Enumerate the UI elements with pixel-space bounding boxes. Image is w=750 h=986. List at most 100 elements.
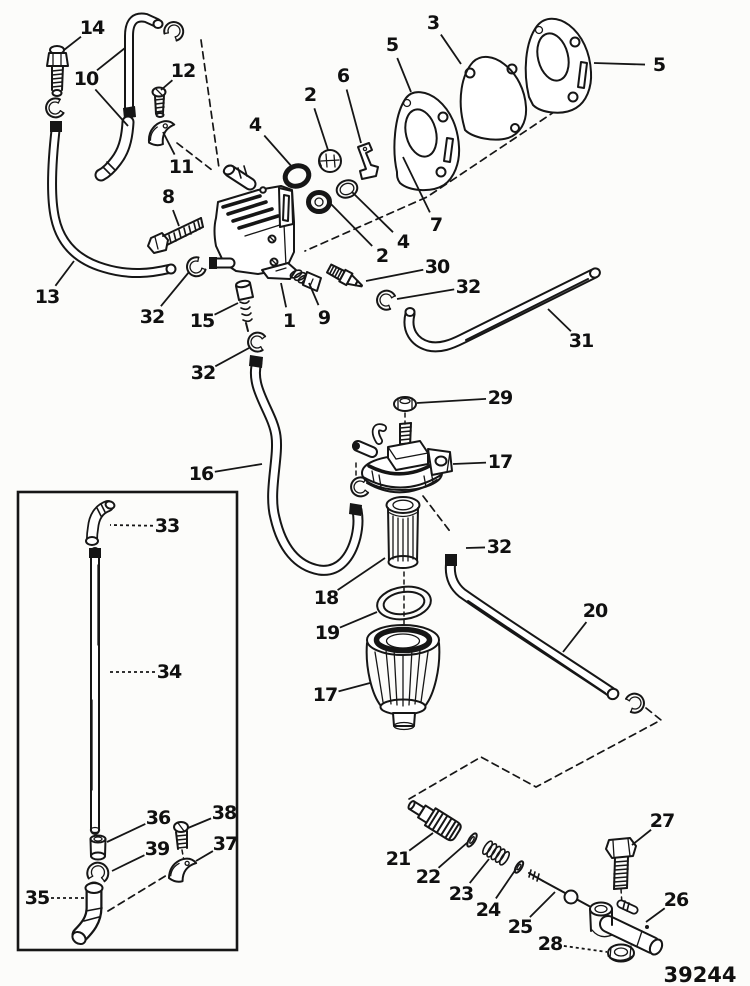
leader-line-14	[63, 35, 82, 51]
leader-line-22	[437, 841, 469, 869]
sleeve-36	[89, 834, 107, 861]
leader-line-3	[440, 34, 462, 65]
callout-31: 31	[568, 330, 594, 352]
valve-cap-2	[318, 149, 342, 173]
leader-line-31	[547, 308, 572, 332]
nut-28	[607, 943, 635, 963]
gasket-5	[524, 17, 593, 114]
callout-8: 8	[161, 186, 175, 208]
clamp-clip-32	[376, 289, 396, 311]
hose-clamp-clip	[45, 97, 65, 119]
leader-line-10	[96, 47, 126, 71]
callout-39: 39	[144, 838, 170, 860]
callout-15: 15	[189, 310, 215, 332]
callout-25: 25	[507, 916, 533, 938]
leader-line-32	[396, 288, 455, 300]
barb-fitting-30	[325, 263, 364, 288]
leader-line-30	[365, 268, 424, 282]
callout-4: 4	[396, 231, 410, 253]
fuel-connector-26	[589, 899, 664, 956]
drawing-number: 39244	[663, 963, 737, 986]
leader-line-9	[308, 282, 320, 306]
leader-line-4	[263, 134, 294, 169]
fuel-hose-31	[403, 267, 601, 353]
callout-22: 22	[415, 866, 441, 888]
callout-34: 34	[156, 661, 182, 683]
callout-29: 29	[487, 387, 513, 409]
fuel-filter-bowl-17	[365, 624, 441, 731]
leader-line-5	[396, 57, 412, 93]
leader-line-7	[402, 156, 431, 213]
fuel-hose-10	[94, 12, 164, 182]
callout-13: 13	[34, 286, 60, 308]
clamp-11	[147, 120, 176, 147]
screw-12	[151, 86, 167, 118]
leader-line-26	[645, 907, 666, 923]
leader-line-36	[106, 823, 146, 843]
leader-line-32	[214, 347, 250, 368]
leader-line-32	[160, 271, 190, 307]
callout-24: 24	[475, 899, 501, 921]
check-valve-15	[235, 279, 254, 332]
callout-26: 26	[663, 889, 689, 911]
bracket-6	[357, 142, 379, 180]
hose-clamp-clip	[163, 21, 185, 42]
ring-4	[335, 179, 359, 199]
leader-line-38	[187, 817, 212, 829]
leader-line-27	[631, 829, 652, 846]
callout-32: 32	[190, 362, 216, 384]
callout-21: 21	[385, 848, 411, 870]
callout-17: 17	[312, 684, 338, 706]
leader-line-5	[593, 62, 646, 66]
callout-12: 12	[170, 60, 196, 82]
callout-30: 30	[424, 256, 450, 278]
leader-line-21	[408, 832, 434, 852]
callout-36: 36	[145, 807, 171, 829]
leader-line-6	[345, 89, 362, 144]
fuel-filter-head-17	[352, 422, 453, 494]
leader-line-32	[465, 546, 486, 549]
callout-28: 28	[537, 933, 563, 955]
washer-22	[466, 832, 478, 848]
leader-line-8	[172, 209, 180, 227]
leader-line-2	[313, 108, 329, 151]
leader-line-39	[111, 854, 145, 872]
callout-10: 10	[73, 68, 99, 90]
leader-line-13	[54, 260, 75, 287]
leader-line-18	[337, 557, 386, 591]
callout-17: 17	[487, 451, 513, 473]
callout-3: 3	[426, 12, 440, 34]
leader-line-19	[339, 611, 378, 629]
callout-32: 32	[455, 276, 481, 298]
clamp-39	[86, 861, 110, 883]
callout-35: 35	[24, 887, 50, 909]
o-ring-19	[376, 585, 432, 621]
leader-line-12	[160, 79, 173, 91]
leader-line-25	[529, 891, 556, 918]
leader-line-16	[214, 463, 263, 473]
leader-line-10	[94, 88, 129, 127]
leader-line-17	[338, 682, 371, 693]
bolt-27	[605, 837, 637, 890]
callout-5: 5	[385, 34, 399, 56]
callout-32: 32	[486, 536, 512, 558]
clamp-clip-32	[186, 256, 207, 278]
callout-23: 23	[448, 883, 474, 905]
elbow-fitting-35	[71, 881, 104, 946]
callout-2: 2	[375, 245, 389, 267]
leader-line-11	[162, 131, 176, 155]
callout-4: 4	[248, 114, 262, 136]
callout-33: 33	[154, 515, 180, 537]
clamp-clip-32	[247, 331, 267, 353]
needle-pin-25	[528, 869, 596, 910]
inset-box	[16, 490, 239, 952]
o-ring-4	[282, 163, 312, 189]
leader-line-37	[195, 850, 214, 862]
clamp-clip-32	[350, 476, 370, 498]
clamp-clip-32	[625, 692, 645, 714]
leader-line-2	[327, 200, 373, 247]
leader-line-29	[416, 397, 487, 404]
fuel-hose-13	[47, 121, 177, 279]
